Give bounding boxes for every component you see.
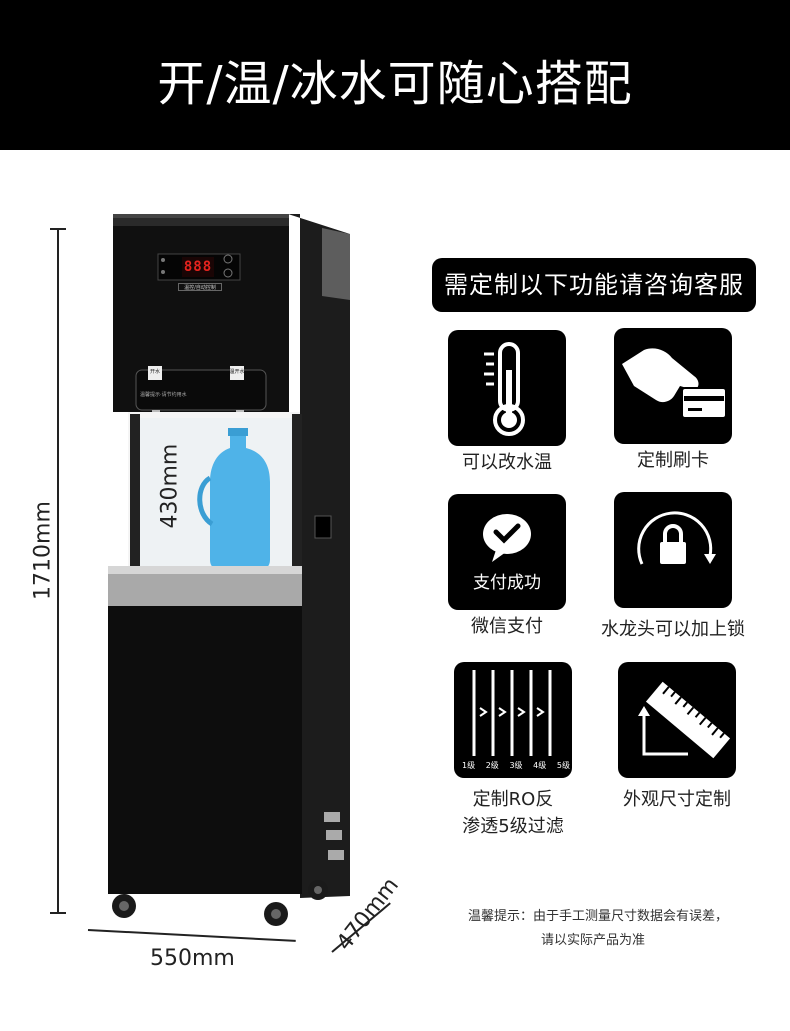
measurement-note-line1: 温馨提示：由于手工测量尺寸数据会有误差，	[468, 909, 729, 924]
lock-icon	[637, 511, 716, 565]
stage-label: 3级	[509, 761, 523, 770]
banner-title: 开/温/冰水可随心搭配	[157, 56, 633, 112]
stage-label: 4级	[533, 761, 547, 770]
stage-label: 1级	[462, 761, 476, 770]
tap-left-label: 开水	[149, 369, 160, 375]
thermometer-tile	[448, 330, 566, 446]
height-dimension-tick-top	[50, 228, 66, 230]
feature-label-size: 外观尺寸定制	[623, 789, 731, 810]
custom-features-heading: 需定制以下功能请咨询客服	[432, 258, 756, 312]
measurement-note-line2: 请以实际产品为准	[541, 933, 646, 948]
filter-stages-icon	[472, 670, 552, 756]
width-dimension-label: 550mm	[150, 946, 235, 971]
ro-filter-tile: 1级 2级 3级 4级 5级	[454, 662, 572, 778]
stage-label: 2级	[485, 761, 499, 770]
feature-label-ro-line1: 定制RO反	[472, 789, 554, 810]
feature-label-wechat: 微信支付	[471, 616, 543, 637]
thermometer-icon	[484, 342, 525, 436]
custom-size-tile	[618, 662, 736, 778]
feature-label-card: 定制刷卡	[637, 450, 709, 471]
height-dimension-tick-bottom	[50, 912, 66, 914]
card-swipe-icon	[622, 348, 727, 419]
wechat-pay-icon	[483, 514, 531, 562]
feature-label-temperature: 可以改水温	[462, 452, 552, 473]
feature-label-lock: 水龙头可以加上锁	[601, 619, 745, 640]
wechat-pay-tile: 支付成功	[448, 494, 566, 610]
tap-clearance-label: 430mm	[157, 443, 183, 529]
ruler-icon	[638, 681, 731, 759]
machine-footer-label: 温馨提示·请节约用水	[140, 392, 187, 398]
top-banner: 开/温/冰水可随心搭配	[0, 0, 790, 150]
payment-success-text: 支付成功	[473, 573, 541, 593]
feature-label-ro-line2: 渗透5级过滤	[462, 816, 564, 837]
stage-label: 5级	[556, 761, 570, 770]
tap-right-label: 温开水	[229, 369, 245, 375]
card-swipe-tile	[614, 328, 732, 444]
temperature-display: 888	[183, 259, 213, 275]
filter-stage-labels: 1级 2级 3级 4级 5级	[462, 760, 570, 771]
tap-lock-tile	[614, 492, 732, 608]
height-dimension-line	[57, 228, 59, 914]
panel-label: 温控/自动控制	[178, 283, 222, 291]
